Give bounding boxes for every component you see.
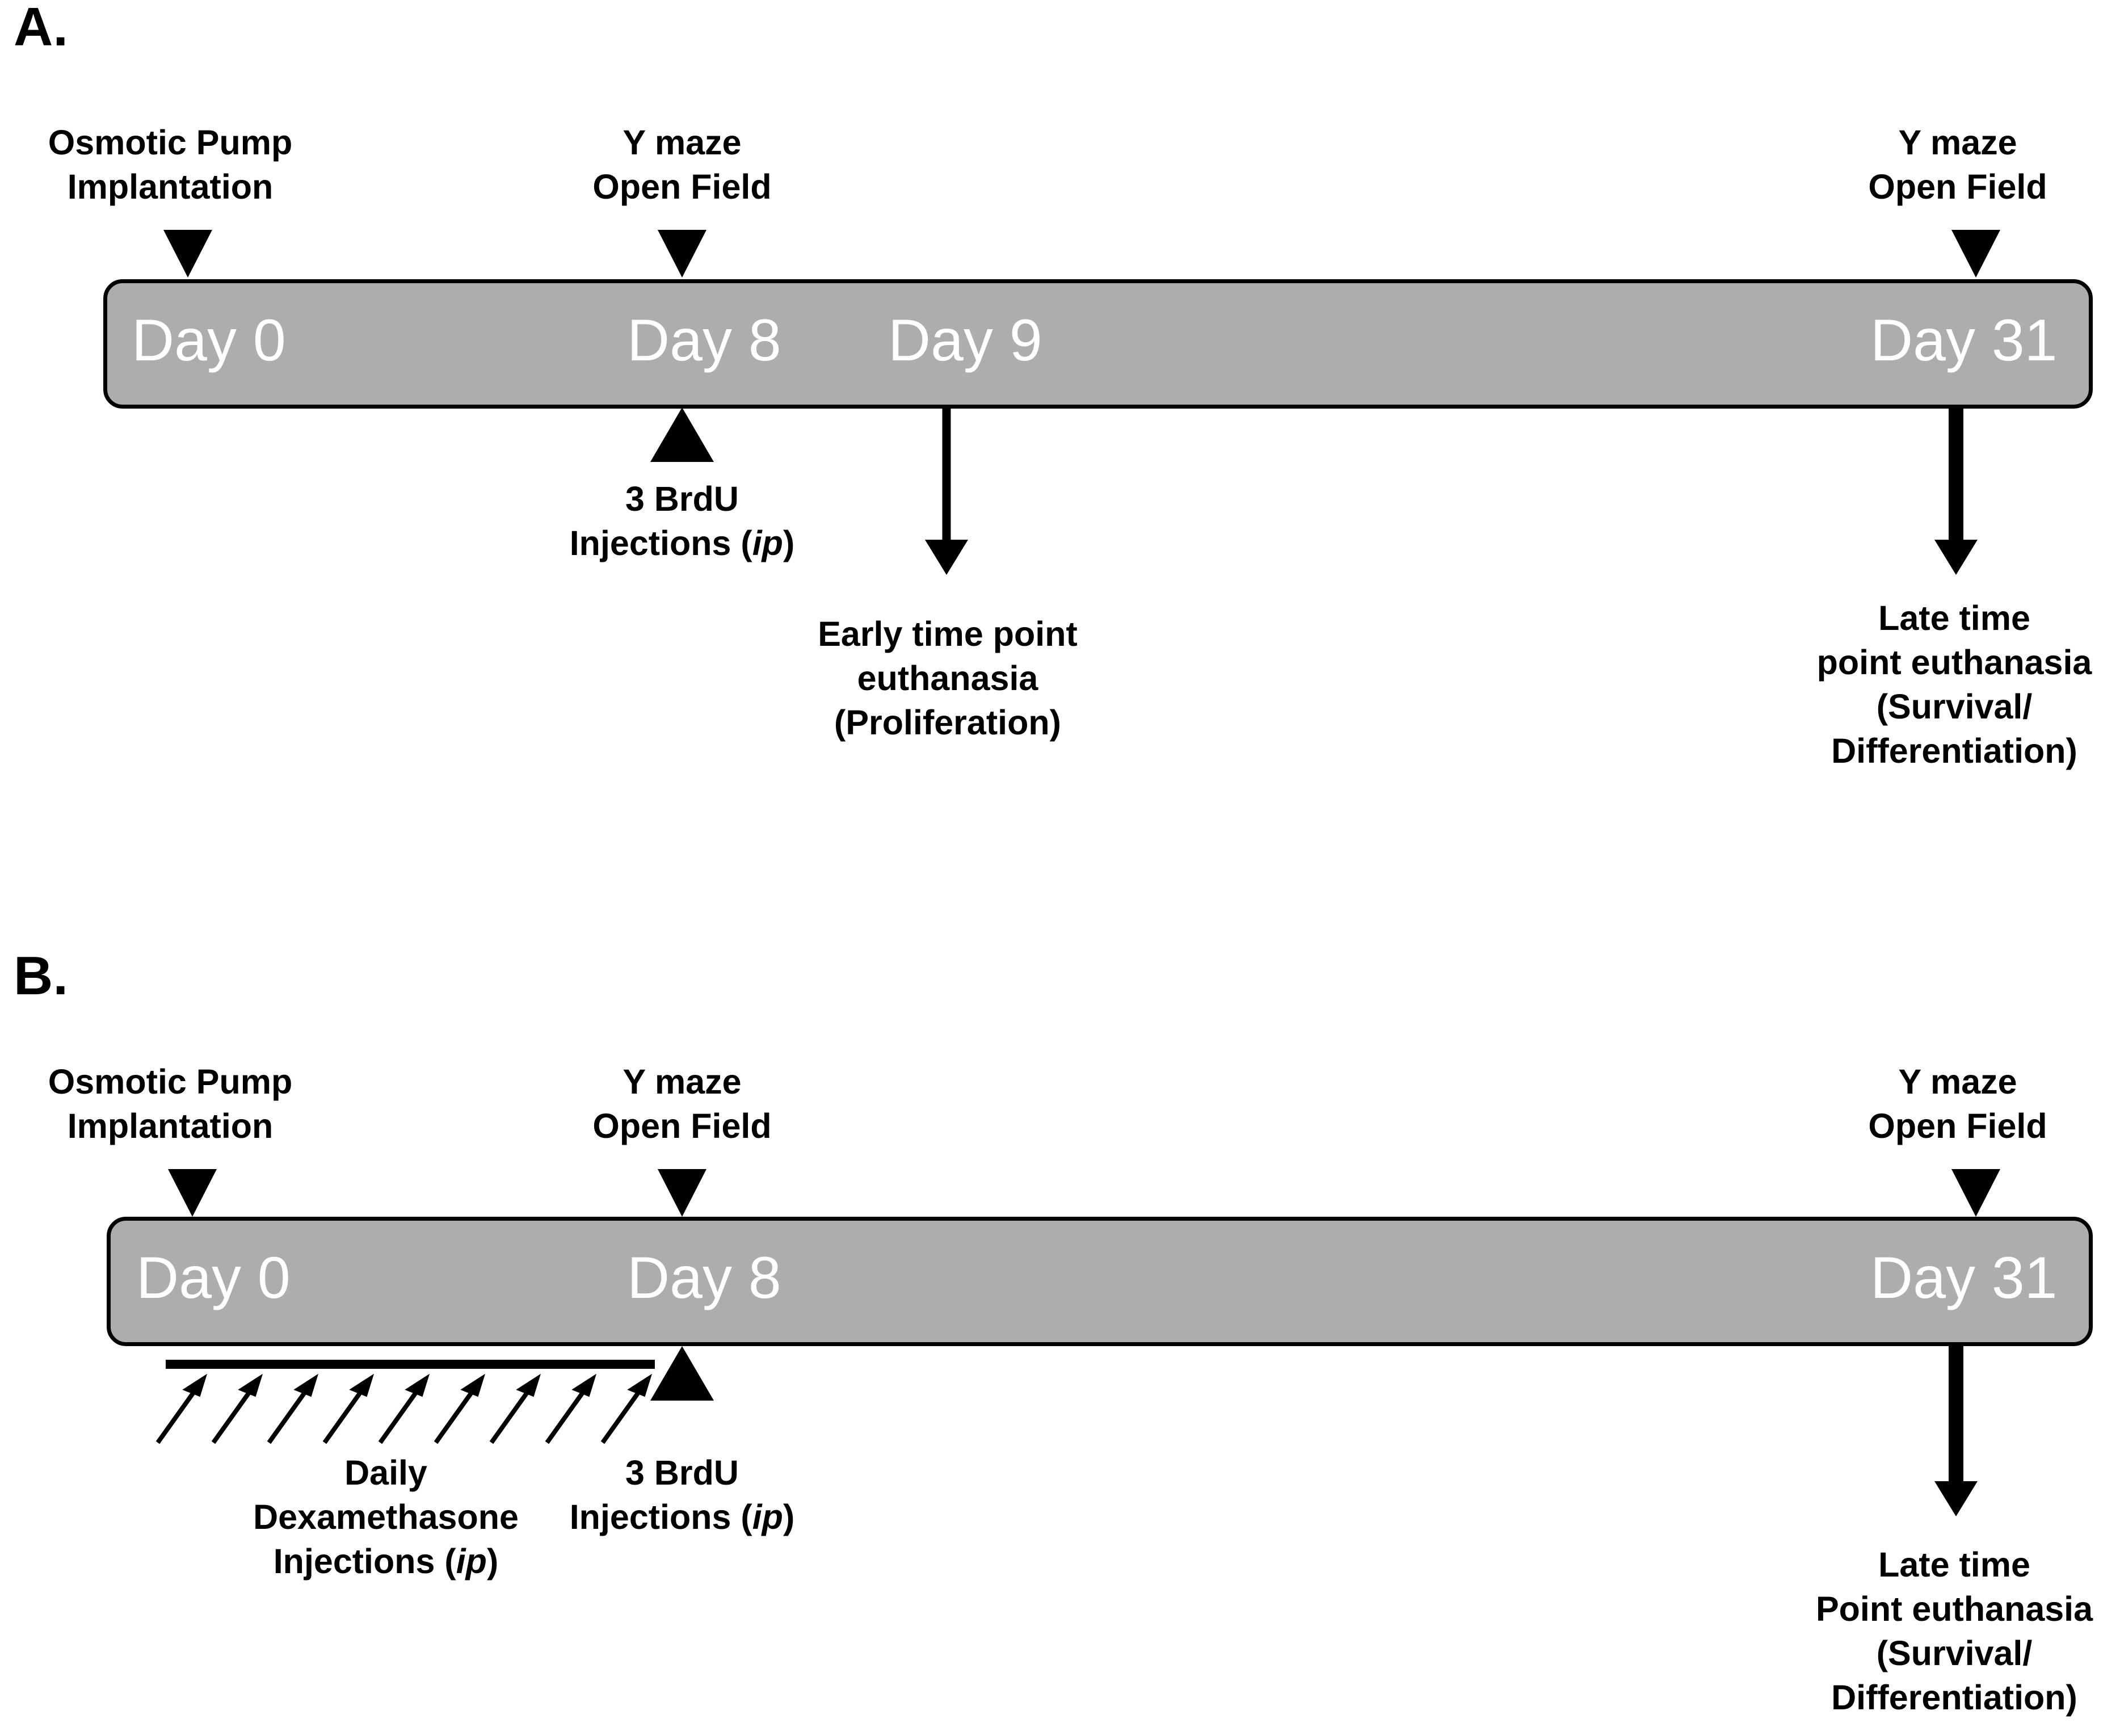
panel-b-dexamethasone-label-lines: Daily Dexamethasone Injections ( [253, 1453, 519, 1581]
panel-b-day-8-label: Day 8 [627, 1245, 781, 1311]
panel-a-brdu-label-close: ) [783, 524, 795, 563]
panel-b-letter: B. [14, 945, 68, 1006]
panel-a-y-maze-day31-label: Y maze Open Field [1868, 123, 2047, 207]
panel-a-day-9-label: Day 9 [888, 308, 1042, 373]
panel-b-dexamethasone-label: Daily Dexamethasone Injections (ip) [227, 1451, 545, 1583]
panel-a-brdu-label-em: ip [752, 524, 783, 563]
panel-b-y-maze-day8-marker-icon [658, 1169, 706, 1217]
panel-b-y-maze-day8-label: Y maze Open Field [592, 1062, 772, 1146]
panel-a-brdu-marker-icon [650, 407, 714, 462]
panel-a-early-euthanasia-arrow-icon [925, 407, 968, 575]
panel-b-brdu-label-em: ip [752, 1498, 783, 1537]
panel-a-brdu-label-line1: 3 BrdU Injections ( [569, 480, 752, 563]
panel-b-brdu-marker-icon [650, 1346, 714, 1401]
panel-b-brdu-label: 3 BrdU Injections (ip) [540, 1451, 824, 1539]
panel-b-osmotic-pump-marker-icon [168, 1169, 217, 1217]
panel-a-day-8-label: Day 8 [627, 308, 781, 373]
panel-b-dexamethasone-arrows-icon [155, 1373, 653, 1444]
panel-a-day-31-label: Day 31 [1870, 308, 2058, 373]
panel-a-y-maze-day8-label: Y maze Open Field [592, 123, 772, 207]
panel-a-osmotic-pump-label: Osmotic Pump Implantation [48, 123, 293, 207]
panel-b-late-euthanasia-label: Late time Point euthanasia (Survival/ Di… [1815, 1545, 2093, 1717]
panel-a-letter: A. [14, 0, 68, 57]
panel-b-brdu-label-close: ) [783, 1498, 795, 1537]
panel-b-osmotic-pump-label: Osmotic Pump Implantation [48, 1062, 293, 1146]
panel-a-y-maze-day31-marker-icon [1951, 230, 2000, 278]
panel-a-late-euthanasia-arrow-icon [1934, 407, 1978, 575]
panel-b-dexamethasone-label-close: ) [486, 1542, 499, 1581]
panel-b-timeline-bar [107, 1217, 2093, 1346]
panel-b-dexamethasone-label-em: ip [456, 1542, 487, 1581]
panel-a-timeline-bar [103, 279, 2093, 409]
panel-a-day-0-label: Day 0 [132, 308, 286, 373]
panel-b-dexamethasone-bracket-line [166, 1360, 655, 1369]
panel-a-brdu-label: 3 BrdU Injections (ip) [540, 477, 824, 565]
panel-b-day-31-label: Day 31 [1870, 1245, 2058, 1311]
panel-b-late-euthanasia-arrow-icon [1934, 1346, 1978, 1516]
panel-a-early-euthanasia-label: Early time point euthanasia (Proliferati… [818, 615, 1078, 742]
panel-a-y-maze-day8-marker-icon [658, 230, 706, 278]
panel-a-osmotic-pump-marker-icon [163, 230, 212, 278]
panel-b-y-maze-day31-marker-icon [1951, 1169, 2000, 1217]
panel-b-brdu-label-lines: 3 BrdU Injections ( [569, 1453, 752, 1537]
panel-b-y-maze-day31-label: Y maze Open Field [1868, 1062, 2047, 1146]
panel-b-day-0-label: Day 0 [136, 1245, 291, 1311]
panel-a-late-euthanasia-label: Late time point euthanasia (Survival/ Di… [1816, 599, 2092, 771]
